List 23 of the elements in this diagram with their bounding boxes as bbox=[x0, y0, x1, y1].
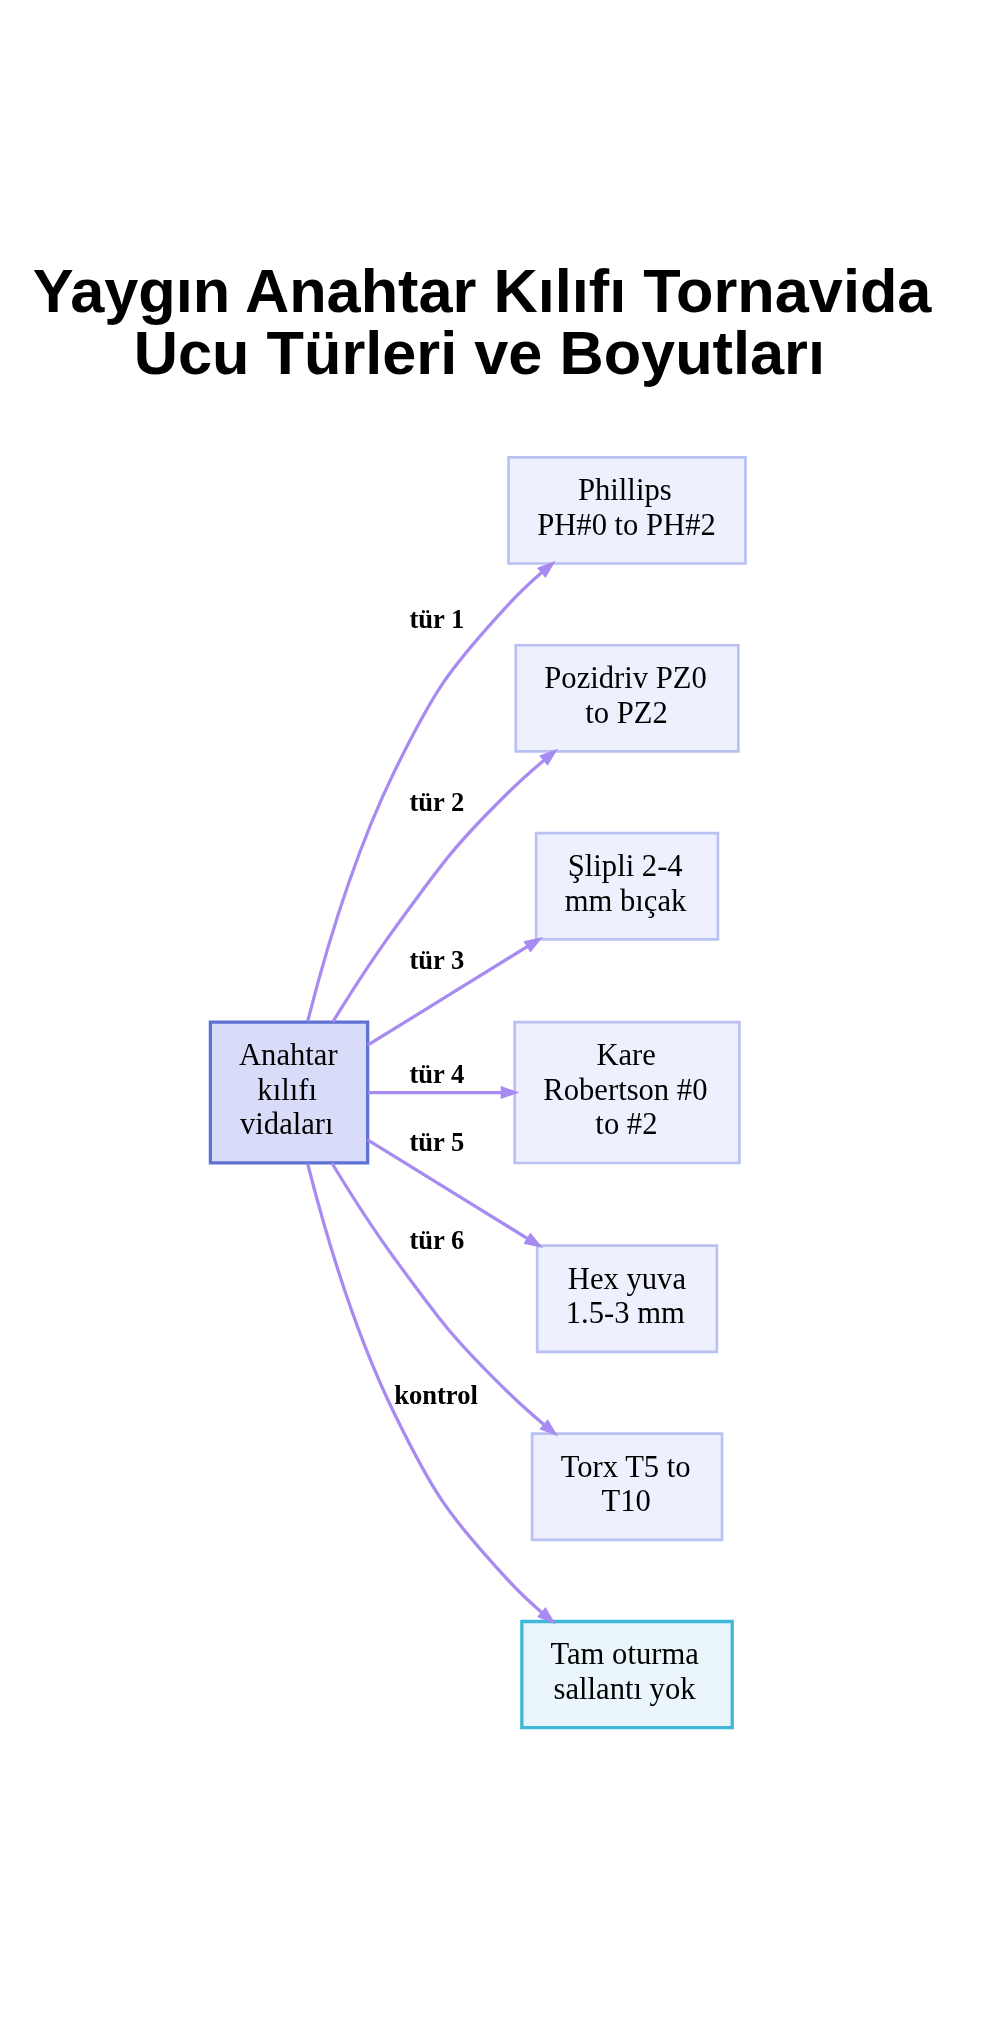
node-box: Kare Robertson #0 to #2 bbox=[513, 1020, 741, 1164]
arrow bbox=[367, 1085, 520, 1099]
edge-label: tür 6 bbox=[409, 1224, 465, 1255]
edge-label: tür 4 bbox=[409, 1058, 465, 1089]
node-box: Phillips PH#0 to PH#2 bbox=[507, 455, 747, 565]
edge-label: tür 5 bbox=[409, 1126, 465, 1157]
edge-label: tür 2 bbox=[409, 786, 465, 817]
arrow bbox=[331, 748, 558, 1023]
arrow bbox=[330, 1161, 559, 1436]
node-box: Anahtar kılıfı vidaları bbox=[208, 1019, 370, 1165]
edge-label: tür 1 bbox=[409, 603, 465, 634]
arrow bbox=[306, 560, 556, 1022]
node-box: Pozidriv PZ0 to PZ2 bbox=[514, 643, 740, 753]
edge-label: kontrol bbox=[394, 1379, 478, 1410]
arrow bbox=[306, 1162, 556, 1624]
diagram-title: Yaygın Anahtar Kılıfı Tornavida Ucu Türleri ve Boyutları bbox=[32, 256, 932, 387]
node-box: Torx T5 to T10 bbox=[530, 1431, 724, 1541]
node-box: Hex yuva 1.5-3 mm bbox=[535, 1243, 719, 1353]
node-box: Şlipli 2-4 mm bıçak bbox=[534, 831, 720, 941]
node-box: Tam oturma sallantı yok bbox=[520, 1619, 734, 1729]
arrow bbox=[366, 936, 543, 1047]
arrow bbox=[366, 1137, 543, 1248]
edge-label: tür 3 bbox=[409, 944, 465, 975]
